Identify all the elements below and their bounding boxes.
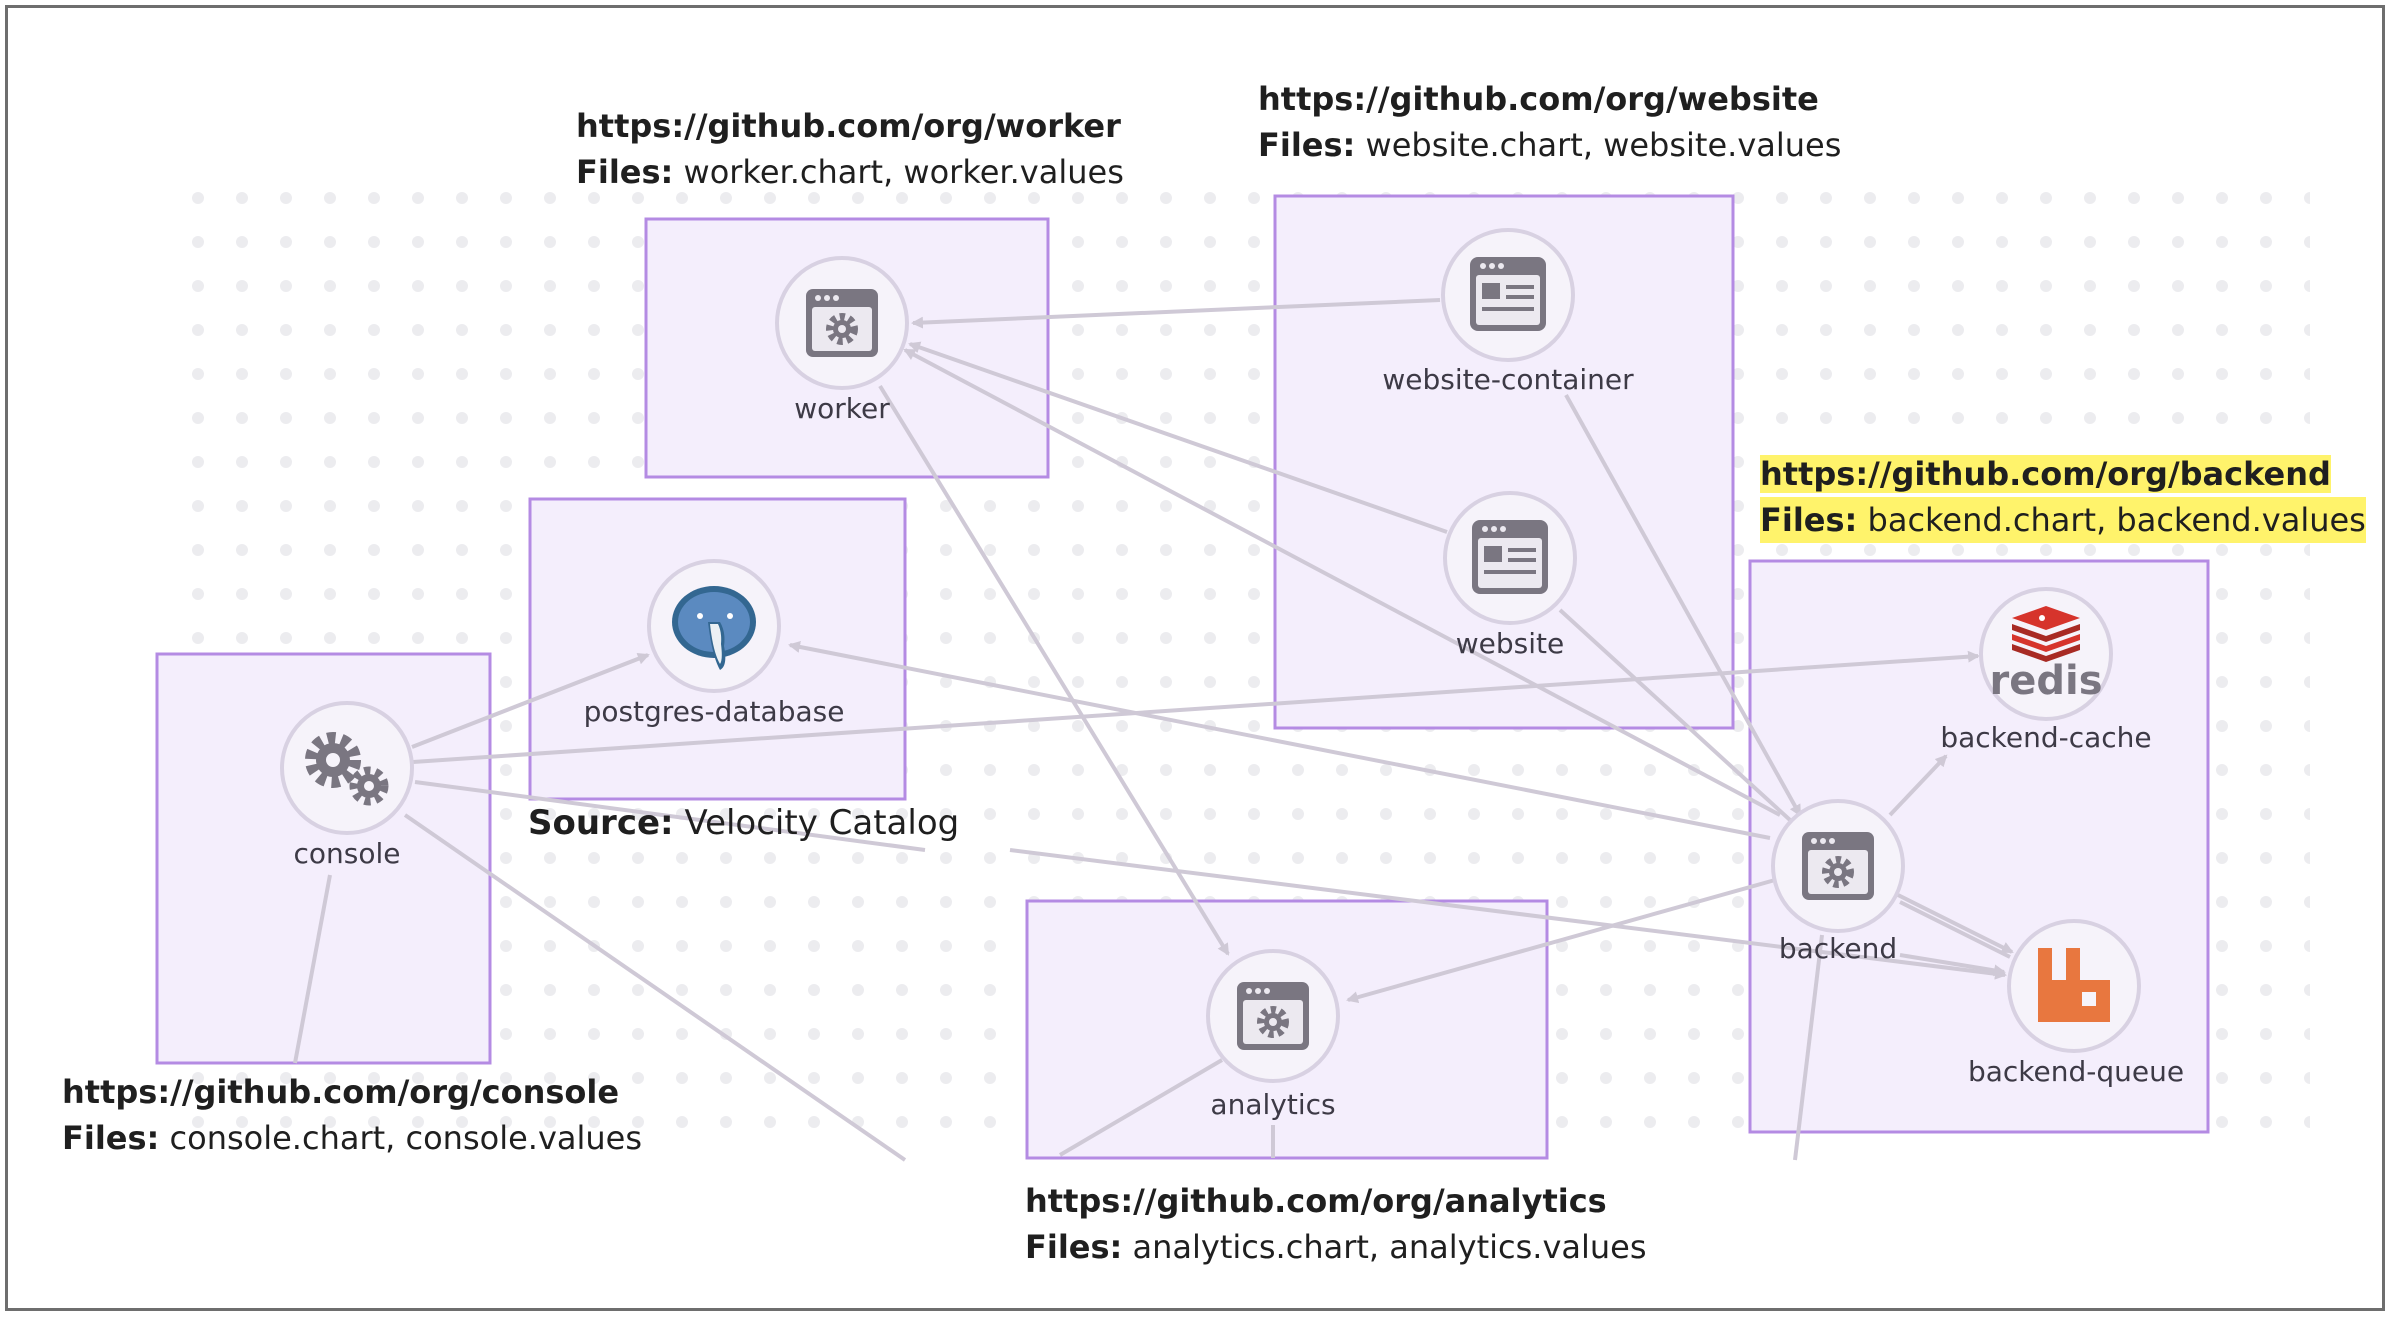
repo-url-worker[interactable]: https://github.com/org/worker — [576, 107, 1121, 145]
node-website[interactable] — [1443, 491, 1577, 625]
node-backend-queue[interactable] — [2007, 919, 2141, 1053]
files-list-console: console.chart, console.values — [169, 1119, 643, 1157]
files-list-website: website.chart, website.values — [1365, 126, 1842, 164]
source-key: Source: — [528, 803, 674, 843]
edge-console-backend-cache — [412, 650, 1980, 764]
node-postgres-database[interactable] — [647, 559, 781, 693]
source-caption: Source: Velocity Catalog — [528, 803, 959, 843]
node-website-container[interactable] — [1441, 228, 1575, 362]
repo-worker: https://github.com/org/worker Files: wor… — [576, 103, 1124, 195]
edge-console-down — [403, 813, 907, 1162]
files-list-backend: backend.chart, backend.values — [1867, 501, 2366, 539]
edge-backend-backend-cache — [1888, 754, 1948, 817]
edge-backend-worker — [903, 348, 1781, 817]
node-label-backend-cache: backend-cache — [1940, 721, 2152, 754]
edge-website-container-worker — [911, 298, 1441, 329]
files-key: Files: — [1258, 126, 1356, 164]
edge-worker-analytics — [878, 384, 1230, 956]
edges — [293, 298, 2014, 1162]
repo-website: https://github.com/org/website Files: we… — [1258, 76, 1841, 168]
web-page-icon — [1472, 520, 1548, 594]
app-gear-icon — [806, 289, 878, 357]
edge-backend-backend-queue-c — [1899, 953, 2006, 977]
edge-website-backend — [1558, 608, 1792, 822]
edge-console-postgres — [411, 653, 650, 749]
node-label-worker: worker — [794, 392, 890, 425]
node-backend-cache[interactable]: redis — [1979, 587, 2113, 721]
edge-backend-backend-queue-b — [1899, 900, 2011, 959]
edge-website-worker — [908, 341, 1448, 534]
repo-url-website[interactable]: https://github.com/org/website — [1258, 80, 1819, 118]
edge-backend-bottom — [1793, 934, 1824, 1161]
node-label-backend-queue: backend-queue — [1967, 1055, 2185, 1088]
repo-url-backend[interactable]: https://github.com/org/backend — [1760, 455, 2331, 493]
files-key: Files: — [1025, 1228, 1123, 1266]
redis-logo-text: redis — [1989, 658, 2102, 704]
rabbitmq-icon — [2038, 948, 2110, 1022]
repo-analytics: https://github.com/org/analytics Files: … — [1025, 1178, 1647, 1270]
repo-url-console[interactable]: https://github.com/org/console — [62, 1073, 620, 1111]
files-key: Files: — [576, 153, 674, 191]
node-label-website-container: website-container — [1382, 363, 1634, 396]
edge-backend-postgres — [788, 641, 1771, 840]
postgres-elephant-icon — [672, 586, 756, 670]
node-worker[interactable] — [775, 256, 909, 390]
edge-backend-backend-queue-a — [1897, 893, 2014, 954]
files-list-worker: worker.chart, worker.values — [683, 153, 1124, 191]
edge-analytics-bottom-left — [1058, 1058, 1224, 1157]
edge-website-container-backend — [1564, 394, 1802, 817]
node-label-website: website — [1455, 627, 1565, 660]
repo-url-analytics[interactable]: https://github.com/org/analytics — [1025, 1182, 1607, 1220]
files-key: Files: — [1760, 501, 1858, 539]
node-label-analytics: analytics — [1210, 1088, 1336, 1121]
edge-backend-analytics — [1346, 878, 1776, 1004]
gears-icon — [305, 732, 389, 806]
web-page-icon — [1470, 257, 1546, 331]
files-key: Files: — [62, 1119, 160, 1157]
node-console[interactable] — [280, 701, 414, 835]
edge-console-backend-queue-b — [1009, 848, 2007, 980]
repo-backend: https://github.com/org/backend Files: ba… — [1760, 451, 2366, 543]
node-backend[interactable] — [1771, 799, 1905, 933]
app-gear-icon — [1237, 982, 1309, 1050]
source-value: Velocity Catalog — [684, 803, 960, 843]
node-label-console: console — [293, 837, 401, 870]
node-label-backend: backend — [1778, 932, 1898, 965]
files-list-analytics: analytics.chart, analytics.values — [1132, 1228, 1647, 1266]
redis-icon: redis — [1989, 606, 2103, 704]
edge-console-bottom — [293, 874, 332, 1064]
edge-console-backend-queue-a — [414, 780, 926, 852]
app-gear-icon — [1802, 832, 1874, 900]
node-label-postgres-database: postgres-database — [583, 695, 845, 728]
node-analytics[interactable] — [1206, 949, 1340, 1083]
repo-console: https://github.com/org/console Files: co… — [62, 1069, 642, 1161]
